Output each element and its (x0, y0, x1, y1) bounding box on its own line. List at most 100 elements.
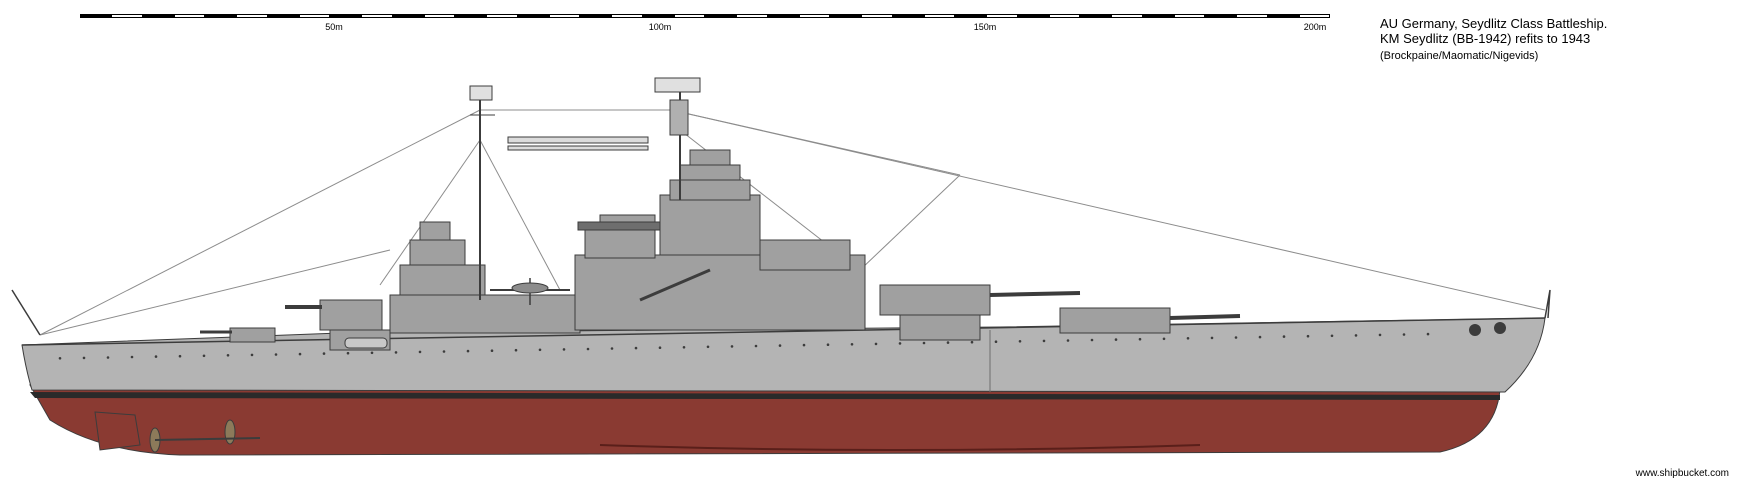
porthole (922, 341, 926, 345)
title-line-1: AU Germany, Seydlitz Class Battleship. (1380, 16, 1608, 31)
porthole (1138, 337, 1142, 341)
porthole (466, 349, 470, 353)
scale-segment (486, 14, 518, 18)
scale-segment (361, 14, 393, 18)
porthole (874, 342, 878, 346)
porthole (658, 346, 662, 350)
title-block: AU Germany, Seydlitz Class Battleship. K… (1380, 16, 1607, 63)
porthole (490, 349, 494, 353)
porthole (154, 355, 158, 358)
porthole (1378, 333, 1382, 337)
porthole (1306, 334, 1310, 338)
porthole (538, 348, 542, 352)
aft-mast (469, 85, 495, 300)
porthole (634, 346, 638, 350)
porthole (994, 340, 998, 344)
porthole (178, 354, 182, 358)
scale-segment (517, 14, 549, 18)
porthole (754, 344, 758, 348)
porthole (250, 353, 254, 357)
scale-segment (1080, 14, 1112, 18)
porthole (1426, 332, 1430, 336)
scale-bar: 50m 100m 150m 200m (80, 14, 1330, 34)
porthole (322, 352, 326, 355)
porthole (274, 353, 278, 356)
porthole (82, 356, 86, 360)
porthole (562, 348, 566, 351)
porthole (394, 351, 398, 354)
anchors (1469, 322, 1506, 336)
scale-segment (580, 14, 612, 18)
scale-segment (298, 14, 330, 18)
scale-segment (642, 14, 674, 18)
porthole (730, 345, 734, 348)
scale-segment (861, 14, 893, 18)
scale-segment (1017, 14, 1049, 18)
radar-bars (507, 136, 649, 151)
scale-segment (955, 14, 987, 18)
title-line-2: KM Seydlitz (BB-1942) refits to 1943 (1380, 31, 1591, 46)
scale-segment (1236, 14, 1268, 18)
scale-label-200m: 200m (1303, 22, 1327, 32)
porthole (946, 341, 950, 344)
scale-segment (705, 14, 737, 18)
porthole (370, 351, 374, 355)
turret-b (879, 284, 1081, 341)
scale-segment (1048, 14, 1080, 18)
scale-segment (1267, 14, 1299, 18)
porthole (1330, 334, 1334, 338)
porthole (514, 348, 518, 352)
porthole (418, 350, 422, 354)
hull-lower (29, 384, 1501, 456)
scale-label-50m: 50m (325, 22, 343, 32)
scale-segment (423, 14, 455, 18)
scale-segment (611, 14, 643, 18)
scale-label-100m: 100m (648, 22, 672, 32)
porthole (802, 343, 806, 347)
scale-segment (455, 14, 487, 18)
scale-segment (923, 14, 955, 18)
funnel-cap (577, 221, 661, 231)
scale-segment (830, 14, 862, 18)
porthole (610, 347, 614, 350)
porthole (226, 354, 230, 357)
turret-d (200, 327, 276, 343)
porthole (1042, 339, 1046, 343)
scale-segment (142, 14, 174, 18)
boot-topping (30, 392, 1500, 400)
rudder (94, 411, 141, 451)
main-superstructure (574, 149, 866, 331)
scale-segment (1205, 14, 1237, 18)
boat (344, 337, 388, 349)
scale-segment (173, 14, 205, 18)
porthole (58, 357, 62, 360)
porthole (970, 340, 974, 344)
porthole (682, 346, 686, 349)
scale-segment (736, 14, 768, 18)
scale-segment (330, 14, 362, 18)
scale-segment (267, 14, 299, 18)
porthole (850, 343, 854, 346)
porthole (442, 350, 446, 353)
scale-segment (798, 14, 830, 18)
scale-segment (111, 14, 143, 18)
scale-segment (1142, 14, 1174, 18)
bow-stem (1544, 289, 1551, 319)
porthole (1090, 338, 1094, 342)
scale-segment (986, 14, 1018, 18)
porthole (1234, 336, 1238, 339)
scale-segment (80, 14, 112, 18)
porthole (1162, 337, 1166, 341)
porthole (1210, 336, 1214, 340)
aft-superstructure (389, 221, 581, 334)
credits: (Brockpaine/Maomatic/Nigevids) (1380, 50, 1539, 62)
scale-segment (205, 14, 237, 18)
aircraft (490, 278, 570, 305)
scale-segment (1111, 14, 1143, 18)
porthole (202, 354, 206, 358)
porthole (898, 342, 902, 345)
porthole (1186, 337, 1190, 340)
porthole (130, 355, 134, 359)
porthole (346, 351, 350, 355)
